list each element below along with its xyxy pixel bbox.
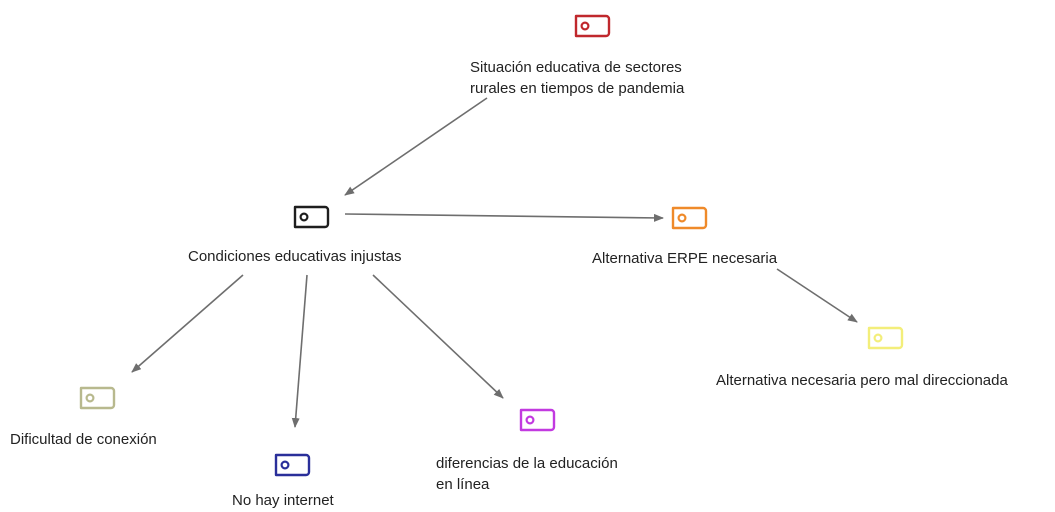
edge-condiciones-to-alternativa-erpe xyxy=(344,213,664,222)
node-alternativa-erpe-icon[interactable] xyxy=(670,206,708,230)
edge-situacion-to-condiciones xyxy=(344,97,488,196)
node-situacion-label[interactable]: Situación educativa de sectores rurales … xyxy=(470,57,684,99)
node-condiciones-icon[interactable] xyxy=(292,205,330,229)
edge-condiciones-to-dificultad xyxy=(131,274,244,373)
node-diferencias-line-1: diferencias de la educación xyxy=(436,455,618,472)
edge-condiciones-to-no-internet xyxy=(291,274,308,428)
node-alternativa-erpe-line-1: Alternativa ERPE necesaria xyxy=(592,250,778,267)
node-no-internet-label[interactable]: No hay internet xyxy=(232,490,334,511)
code-tag-icon xyxy=(867,326,904,350)
node-diferencias-label[interactable]: diferencias de la educación en línea xyxy=(436,453,618,495)
node-no-internet-icon[interactable] xyxy=(273,453,311,477)
node-situacion-line-2: rurales en tiempos de pandemia xyxy=(470,80,685,97)
node-condiciones-label[interactable]: Condiciones educativas injustas xyxy=(188,246,401,267)
node-alternativa-erpe-label[interactable]: Alternativa ERPE necesaria xyxy=(592,248,777,269)
node-alternativa-mal-label[interactable]: Alternativa necesaria pero mal direccion… xyxy=(716,370,1008,391)
edge-condiciones-to-diferencias xyxy=(372,274,504,399)
code-tag-icon xyxy=(293,205,330,229)
node-dificultad-label[interactable]: Dificultad de conexión xyxy=(10,429,157,450)
code-tag-icon xyxy=(574,14,611,38)
node-diferencias-icon[interactable] xyxy=(518,408,556,432)
node-alternativa-mal-line-1: Alternativa necesaria pero mal direccion… xyxy=(716,372,1008,389)
code-tag-icon xyxy=(274,453,311,477)
node-situacion-icon[interactable] xyxy=(573,14,611,38)
node-dificultad-icon[interactable] xyxy=(78,386,116,410)
node-condiciones-line-1: Condiciones educativas injustas xyxy=(188,248,402,265)
node-dificultad-line-1: Dificultad de conexión xyxy=(10,431,157,448)
edges-layer xyxy=(131,97,858,428)
node-diferencias-line-2: en línea xyxy=(436,476,490,493)
node-alternativa-mal-icon[interactable] xyxy=(866,326,904,350)
node-situacion-line-1: Situación educativa de sectores xyxy=(470,59,682,76)
code-tag-icon xyxy=(519,408,556,432)
code-tag-icon xyxy=(79,386,116,410)
edge-alternativa-erpe-to-alternativa-mal xyxy=(776,268,858,323)
code-tag-icon xyxy=(671,206,708,230)
node-no-internet-line-1: No hay internet xyxy=(232,492,334,509)
